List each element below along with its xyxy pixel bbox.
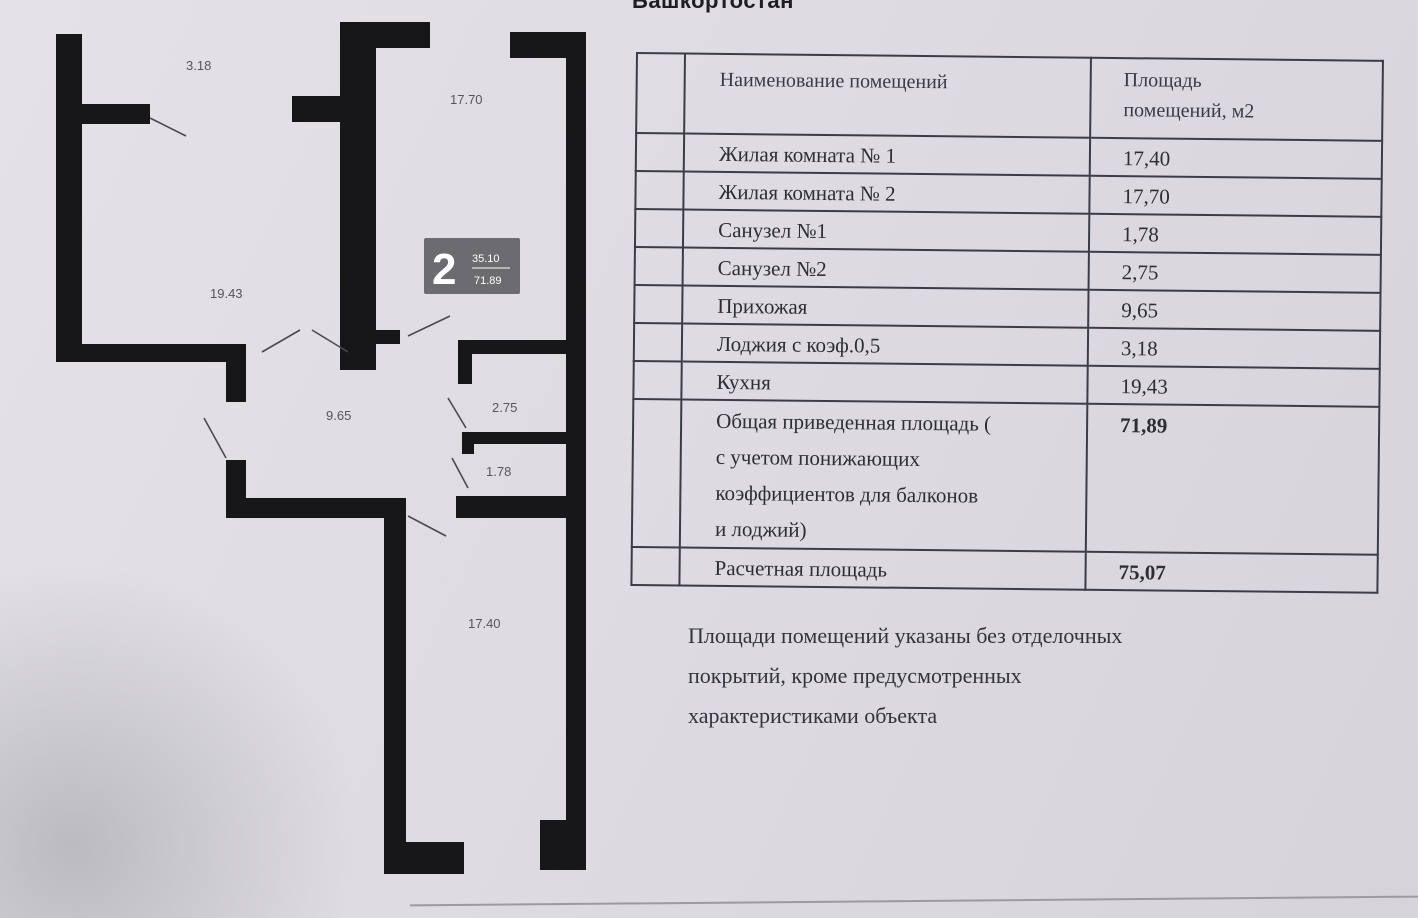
table-header-area-line1: Площадь (1123, 69, 1202, 92)
wall-hall-bottom (226, 498, 406, 518)
door-bedroom2 (407, 315, 451, 337)
table-cell-area: 17,40 (1089, 137, 1383, 179)
badge-room-count: 2 (432, 245, 456, 294)
room-area-hall: 9.65 (326, 408, 351, 423)
table-cell-index (631, 546, 680, 586)
table-cell-index (634, 284, 683, 324)
wall-partition (340, 22, 376, 370)
total-label-line2: с учетом понижающих (715, 444, 921, 471)
wall-bath2-left (458, 340, 472, 384)
table-cell-name: Жилая комната № 2 (683, 171, 1090, 214)
table-row-total: Общая приведенная площадь ( с учетом пон… (631, 398, 1380, 555)
badge-background (424, 238, 520, 294)
table-cell-index (635, 171, 684, 210)
footnote-line3: характеристиками объекта (688, 703, 938, 728)
table-header-area: Площадь помещений, м2 (1090, 57, 1383, 141)
table-cell-index (635, 133, 685, 172)
floor-plan: 3.18 17.70 19.43 9.65 2.75 1.78 17.40 2 … (56, 22, 586, 874)
table-cell-index (633, 322, 683, 362)
room-area-bedroom1: 17.40 (468, 616, 501, 631)
table-cell-index (631, 398, 682, 548)
wall-bottom-left (384, 842, 464, 874)
wall-bath1-bottom (456, 496, 570, 518)
door-bedroom1 (407, 515, 447, 537)
areas-table: Наименование помещений Площадь помещений… (630, 52, 1384, 594)
table-cell-name: Кухня (681, 361, 1088, 404)
table-cell-name: Прихожая (682, 285, 1089, 328)
wall-left (56, 34, 82, 362)
room-area-bath1: 1.78 (486, 464, 511, 479)
table-cell-area: 1,78 (1088, 213, 1382, 255)
footnote: Площади помещений указаны без отделочных… (688, 616, 1288, 736)
wall-bedroom1-left (384, 498, 406, 874)
table-cell-area: 2,75 (1088, 251, 1381, 293)
table-row-calculated: Расчетная площадь 75,07 (631, 546, 1378, 593)
total-label-line4: и лоджий) (714, 516, 807, 542)
wall-right (566, 32, 586, 840)
table-cell-name: Лоджия с коэф.0,5 (681, 323, 1089, 366)
wall-partition-stub (340, 330, 400, 344)
table-cell-total-name: Общая приведенная площадь ( с учетом пон… (679, 399, 1088, 552)
wall-bath-divider (462, 432, 570, 444)
door-bath1 (451, 457, 469, 489)
table-cell-index (636, 53, 685, 134)
room-area-bedroom2: 17.70 (450, 92, 483, 107)
table-cell-name: Санузел №1 (682, 209, 1090, 252)
wall-kitchen-corner (226, 344, 246, 402)
door-kitchen-b (311, 329, 349, 353)
door-bath2 (447, 397, 467, 429)
total-label-line3: коэффициентов для балконов (715, 480, 979, 508)
door-entrance (203, 417, 227, 459)
table-cell-calc-name: Расчетная площадь (679, 547, 1086, 590)
door-loggia (149, 117, 187, 137)
total-label-line1: Общая приведенная площадь ( (716, 408, 992, 436)
wall-kitchen-bottom (56, 344, 246, 362)
table-cell-area: 19,43 (1087, 365, 1380, 407)
room-area-kitchen: 19.43 (210, 286, 243, 301)
page-header-fragment: Башкортостан (632, 0, 794, 13)
wall-bath2-top (458, 340, 570, 354)
table-cell-area: 3,18 (1087, 327, 1381, 369)
table-cell-name: Жилая комната № 1 (683, 133, 1091, 176)
badge-living-area: 35.10 (472, 253, 500, 265)
table-cell-area: 9,65 (1088, 289, 1381, 331)
table-cell-area: 17,70 (1089, 175, 1382, 217)
table-cell-index (634, 209, 684, 248)
table-cell-calc-area: 75,07 (1085, 551, 1378, 593)
table-cell-index (633, 360, 682, 400)
footnote-line2: покрытий, кроме предусмотренных (688, 663, 1022, 688)
room-area-bath2: 2.75 (492, 400, 517, 415)
table-header-name: Наименование помещений (684, 53, 1091, 138)
table-cell-index (634, 246, 683, 286)
door-kitchen-a (261, 329, 301, 353)
wall-bath-divider-stub (462, 432, 474, 454)
footnote-line1: Площади помещений указаны без отделочных (688, 623, 1123, 648)
areas-table-container: Наименование помещений Площадь помещений… (630, 52, 1384, 593)
table-header-area-line2: помещений, м2 (1123, 99, 1255, 123)
room-area-loggia: 3.18 (186, 58, 211, 73)
wall-bottom-right (540, 820, 586, 870)
table-cell-name: Санузел №2 (682, 247, 1089, 290)
table-cell-total-area: 71,89 (1085, 403, 1380, 555)
wall-loggia-inner (82, 104, 150, 124)
badge-total-area: 71.89 (474, 275, 502, 287)
table-header-row: Наименование помещений Площадь помещений… (636, 53, 1383, 141)
apartment-badge: 2 35.10 71.89 (424, 238, 520, 294)
